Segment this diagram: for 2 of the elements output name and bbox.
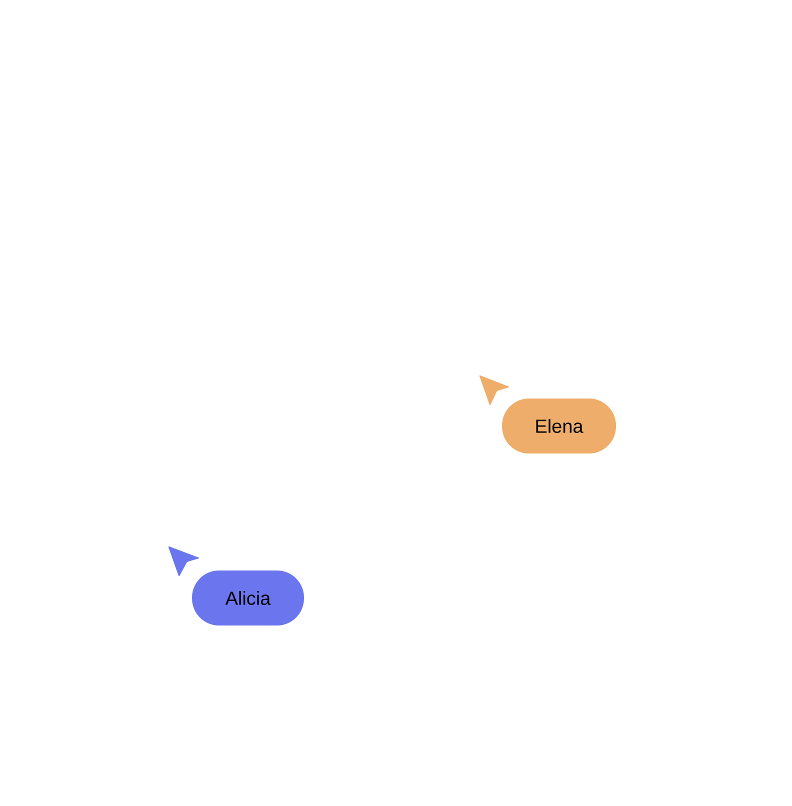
name-tag: Alicia — [192, 570, 304, 626]
name-tag: Elena — [502, 398, 616, 454]
